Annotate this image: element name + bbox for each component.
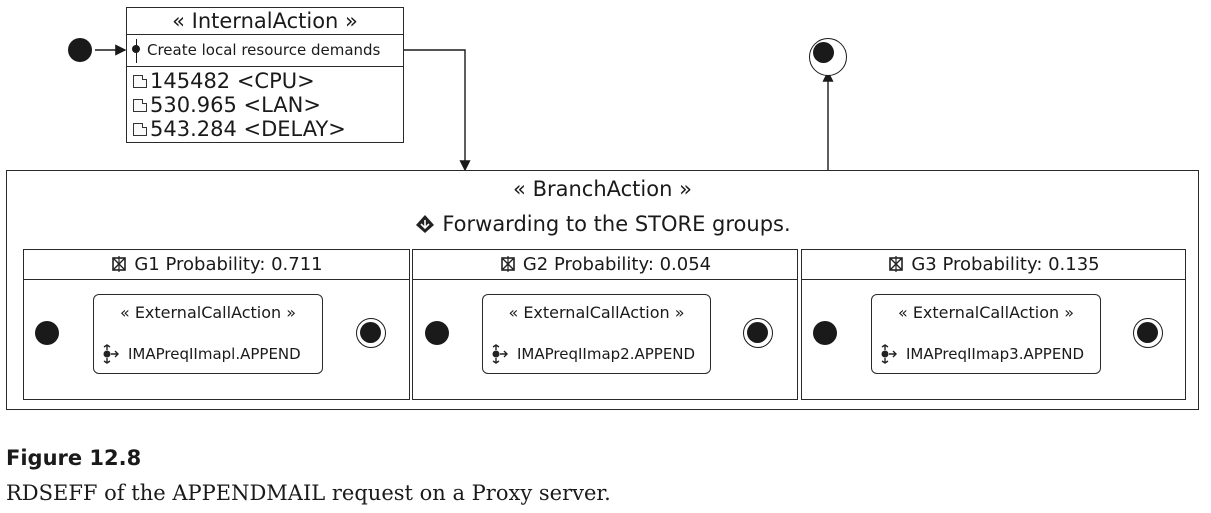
action-pin-icon-dot — [132, 45, 140, 53]
resource-demand-delay: 543.284 <DELAY> — [133, 117, 346, 141]
start-node — [425, 321, 449, 345]
external-call-icon — [103, 344, 119, 364]
start-node — [813, 321, 837, 345]
divider — [127, 66, 403, 67]
internal-action-name: Create local resource demands — [147, 41, 381, 59]
edge-internal-to-branch — [403, 49, 471, 172]
external-call-signature: IMAPreqIImap2.APPEND — [517, 345, 696, 363]
branch-group-header: G2 Probability: 0.054 — [413, 250, 797, 280]
branch-group-header: G1 Probability: 0.711 — [24, 250, 409, 280]
external-call-stereotype: « ExternalCallAction » — [119, 303, 297, 322]
internal-action-stereotype: « InternalAction » — [172, 9, 358, 33]
branch-action-name-row: Forwarding to the STORE groups. — [7, 212, 1198, 236]
document-icon — [133, 122, 147, 136]
external-call-signature: IMAPreqIImap3.APPEND — [906, 345, 1085, 363]
external-call-icon — [492, 344, 508, 364]
document-icon — [133, 74, 147, 88]
branch-action-name: Forwarding to the STORE groups. — [442, 212, 791, 236]
external-call-stereotype: « ExternalCallAction » — [508, 303, 685, 322]
figure-caption: RDSEFF of the APPENDMAIL request on a Pr… — [6, 481, 611, 505]
resource-demand-value: 543.284 <DELAY> — [150, 117, 346, 141]
external-call-action-1[interactable]: « ExternalCallAction » IMAPreqIImapl.APP… — [93, 294, 323, 374]
resource-demand-value: 530.965 <LAN> — [150, 93, 321, 117]
external-call-action-3[interactable]: « ExternalCallAction » IMAPreqIImap3.APP… — [871, 294, 1101, 374]
branch-group-title: G1 Probability: 0.711 — [134, 254, 323, 275]
branch-action-box[interactable]: « BranchAction » Forwarding to the STORE… — [6, 170, 1199, 410]
transition-icon — [112, 256, 127, 272]
stop-node — [356, 318, 386, 348]
internal-action-box[interactable]: « InternalAction » Create local resource… — [126, 7, 404, 143]
start-node — [35, 321, 59, 345]
resource-demand-lan: 530.965 <LAN> — [133, 93, 321, 117]
branch-group-header: G3 Probability: 0.135 — [802, 250, 1185, 280]
external-call-stereotype: « ExternalCallAction » — [897, 303, 1075, 322]
figure-label: Figure 12.8 — [6, 446, 142, 470]
external-call-signature: IMAPreqIImapl.APPEND — [128, 345, 301, 363]
resource-demand-value: 145482 <CPU> — [150, 69, 315, 93]
transition-icon — [501, 256, 515, 272]
external-call-icon — [881, 344, 897, 364]
stop-node — [809, 38, 847, 76]
stop-node — [743, 318, 773, 348]
branch-icon — [416, 215, 435, 233]
branch-group-title: G3 Probability: 0.135 — [911, 254, 1100, 275]
document-icon — [133, 98, 147, 112]
branch-action-stereotype: « BranchAction » — [513, 177, 692, 201]
transition-icon — [889, 256, 904, 272]
start-node — [68, 38, 92, 62]
divider — [127, 34, 403, 35]
resource-demand-cpu: 145482 <CPU> — [133, 69, 315, 93]
branch-group-title: G2 Probability: 0.054 — [522, 254, 712, 275]
external-call-action-2[interactable]: « ExternalCallAction » IMAPreqIImap2.APP… — [482, 294, 711, 374]
stop-node — [1133, 318, 1163, 348]
